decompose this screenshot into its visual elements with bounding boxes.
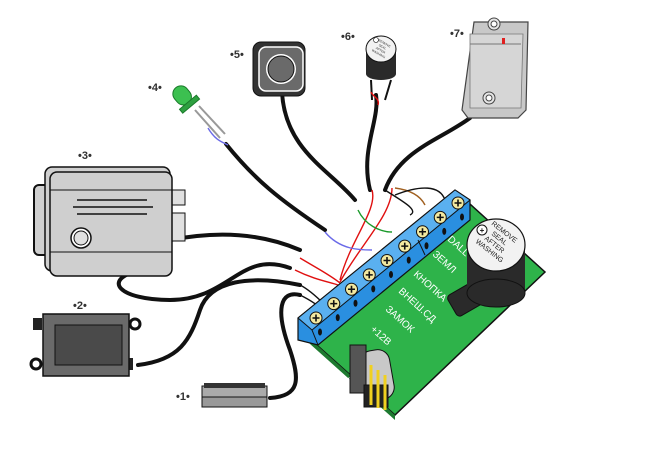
terminal-screw (451, 196, 465, 221)
external-buzzer: REMOVE SEAL AFTER WASHING •6• (341, 31, 397, 106)
jumper-header (349, 344, 389, 410)
exit-button: •5• (230, 41, 306, 97)
controller-board: ДВ +12В ЗАМОК ВНЕШ.СД КНОПКА ЗЕМЛ DALL (297, 189, 547, 420)
terminal-screw (309, 311, 323, 336)
card-reader: •7• (450, 17, 529, 119)
cable-lock (116, 262, 292, 303)
cable-reader (383, 116, 472, 192)
cable-psu (136, 278, 302, 367)
wire-red (339, 189, 374, 281)
label-4: •4• (148, 82, 162, 94)
cable-led (224, 142, 327, 232)
cable-reed (268, 292, 302, 400)
wire-brown (394, 187, 426, 206)
cable-buzzer (365, 93, 379, 192)
wire-red (294, 269, 339, 286)
wire-red (299, 257, 341, 284)
label-3: •3• (78, 150, 92, 162)
cable-button (280, 90, 357, 202)
label-2: •2• (73, 300, 87, 312)
svg-text:+: + (480, 226, 485, 235)
terminal-screw (327, 297, 341, 322)
svg-text:AFTER: AFTER (375, 46, 387, 55)
terminal-screw (398, 239, 412, 264)
terminal-screw (362, 268, 376, 293)
label-1: •1• (176, 391, 190, 403)
wire-black (384, 189, 414, 216)
label-6: •6• (341, 31, 355, 43)
svg-text:REMOVE: REMOVE (378, 38, 392, 48)
terminal-screws (309, 196, 465, 336)
reed-switch: •1• (176, 383, 268, 408)
thin-wires (207, 127, 446, 311)
reader-led-icon (502, 38, 505, 44)
wire-black (394, 187, 446, 201)
label-5: •5• (230, 49, 244, 61)
led-indicator: •4• (148, 82, 226, 139)
terminal-screw (345, 282, 358, 307)
electromechanical-lock: •3• (33, 150, 186, 277)
wire-red (339, 187, 393, 283)
power-supply: •2• (29, 300, 142, 377)
svg-text:WASHING: WASHING (371, 48, 387, 59)
label-7: •7• (450, 28, 464, 40)
svg-text:SEAL: SEAL (378, 43, 387, 51)
terminal-screw (380, 254, 394, 278)
terminal-screw (416, 225, 429, 250)
wire-green (357, 209, 393, 233)
board-buzzer: + REMOVE SEAL AFTER WASHING (466, 218, 526, 308)
terminal-screw (433, 210, 447, 235)
wire-blue-led (207, 127, 229, 146)
wire-blue (324, 231, 373, 251)
